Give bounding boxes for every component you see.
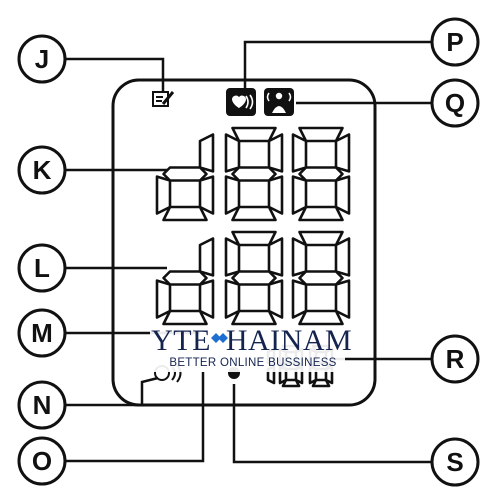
- svg-text:L: L: [34, 253, 50, 283]
- svg-text:P: P: [446, 27, 463, 57]
- watermark: YTE HAINAM BETTER ONLINE BUSSINESS: [150, 324, 352, 372]
- callout-k: K: [17, 145, 67, 195]
- segment-b: [198, 133, 215, 173]
- callout-s: S: [430, 437, 480, 487]
- segment-b: [334, 133, 351, 173]
- callout-l: L: [17, 243, 67, 293]
- segment-f: [291, 133, 308, 173]
- watermark-right-text: HAINAM: [226, 324, 352, 357]
- segment-b: [267, 133, 284, 173]
- svg-text:M: M: [31, 318, 53, 348]
- callout-m: M: [17, 308, 67, 358]
- segment-a: [231, 126, 277, 143]
- segment-c: [267, 175, 284, 215]
- svg-text:O: O: [32, 446, 52, 476]
- top-row-digit-2: [224, 126, 284, 222]
- segment-b: [198, 237, 215, 277]
- segment-d: [162, 205, 208, 222]
- svg-text:J: J: [35, 44, 49, 74]
- middle-row-digit-3: [291, 230, 351, 326]
- top-row-digit-1: [155, 133, 215, 222]
- leader-s: [232, 384, 432, 464]
- segment-f: [224, 237, 241, 277]
- segment-g: [231, 270, 277, 286]
- segment-e: [291, 175, 308, 215]
- segment-d: [298, 309, 344, 326]
- leader-j: [65, 57, 165, 92]
- top-row-digit-3: [291, 126, 351, 222]
- segment-b: [267, 237, 284, 277]
- segment-g: [162, 166, 208, 182]
- segment-c: [334, 175, 351, 215]
- segment-e: [224, 175, 241, 215]
- svg-text:Q: Q: [445, 88, 465, 118]
- callout-markers: J K L M N O P Q: [17, 17, 480, 487]
- segment-e: [291, 279, 308, 319]
- segment-a: [231, 230, 277, 247]
- segment-d: [231, 205, 277, 222]
- segment-c: [198, 279, 215, 319]
- watermark-diamond-icon: [211, 333, 228, 343]
- middle-row-digit-2: [224, 230, 284, 326]
- segment-g: [162, 270, 208, 286]
- segment-c: [198, 175, 215, 215]
- svg-text:K: K: [33, 155, 52, 185]
- leader-n: [65, 376, 159, 407]
- segment-d: [298, 205, 344, 222]
- segment-b: [334, 237, 351, 277]
- watermark-tagline: BETTER ONLINE BUSSINESS: [169, 357, 336, 369]
- heartbeat-icon: [226, 88, 256, 116]
- segment-a: [298, 126, 344, 143]
- segment-e: [155, 279, 172, 319]
- segment-d: [162, 309, 208, 326]
- svg-text:N: N: [33, 390, 52, 420]
- segment-f: [224, 133, 241, 173]
- segment-f: [291, 237, 308, 277]
- svg-text:R: R: [446, 344, 465, 374]
- segment-e: [155, 175, 172, 215]
- leader-o: [65, 372, 205, 463]
- movement-icon: [264, 88, 294, 116]
- svg-text:S: S: [446, 447, 463, 477]
- leader-p: [243, 40, 432, 88]
- segment-g: [231, 166, 277, 182]
- segment-e: [224, 279, 241, 319]
- callout-r: R: [430, 334, 480, 384]
- middle-row-digit-1: [155, 237, 215, 326]
- segment-d: [281, 378, 301, 388]
- watermark-left-text: YTE: [151, 324, 211, 357]
- callout-j: J: [17, 34, 67, 84]
- segment-d: [311, 378, 331, 388]
- callout-o: O: [17, 436, 67, 486]
- callout-q: Q: [430, 78, 480, 128]
- memo-icon: [152, 91, 175, 107]
- callout-p: P: [430, 17, 480, 67]
- segment-c: [334, 279, 351, 319]
- segment-d: [231, 309, 277, 326]
- segment-c: [267, 279, 284, 319]
- segment-g: [298, 270, 344, 286]
- segment-a: [298, 230, 344, 247]
- callout-n: N: [17, 380, 67, 430]
- segment-g: [298, 166, 344, 182]
